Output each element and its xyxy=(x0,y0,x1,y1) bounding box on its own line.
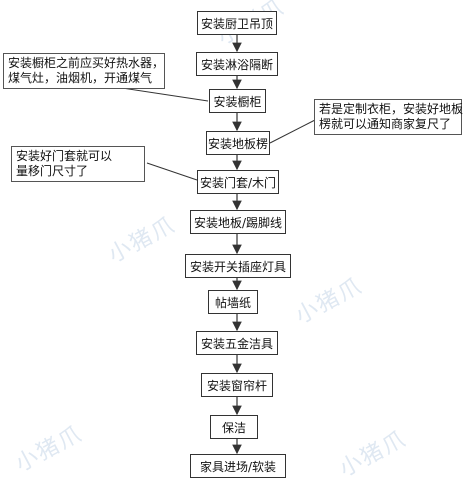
step-box: 家具进场/软装 xyxy=(190,454,286,478)
step-box: 安装窗帘杆 xyxy=(201,373,273,397)
step-box: 安装开关插座灯具 xyxy=(185,254,291,278)
step-box: 安装五金洁具 xyxy=(196,331,278,355)
step-box: 安装橱柜 xyxy=(209,89,266,113)
step-box: 安装地板楞 xyxy=(206,131,270,155)
step-box: 保洁 xyxy=(210,415,258,439)
cabinet-note: 安装橱柜之前应买好热水器， 煤气灶，油烟机，开通煤气 xyxy=(3,53,165,89)
step-box: 安装地板/踢脚线 xyxy=(190,210,286,234)
step-box: 帖墙纸 xyxy=(208,290,258,314)
wardrobe-note-connector xyxy=(269,119,316,144)
note-line: 安装好门套就可以 xyxy=(16,149,113,163)
door-note: 安装好门套就可以 量移门尺寸了 xyxy=(11,146,145,182)
note-line: 量移门尺寸了 xyxy=(16,164,89,178)
cabinet-note-connector xyxy=(121,87,209,102)
note-line: 若是定制衣柜，安装好地板 xyxy=(319,102,464,116)
door-note-connector xyxy=(146,162,198,181)
wardrobe-note: 若是定制衣柜，安装好地板 楞就可以通知商家复尺了 xyxy=(314,99,464,135)
step-box: 安装淋浴隔断 xyxy=(196,52,278,76)
note-line: 楞就可以通知商家复尺了 xyxy=(319,117,452,131)
note-line: 煤气灶，油烟机，开通煤气 xyxy=(8,71,153,85)
note-line: 安装橱柜之前应买好热水器， xyxy=(8,56,165,70)
step-box: 安装门套/木门 xyxy=(197,170,279,194)
step-box: 安装厨卫吊顶 xyxy=(197,11,277,35)
